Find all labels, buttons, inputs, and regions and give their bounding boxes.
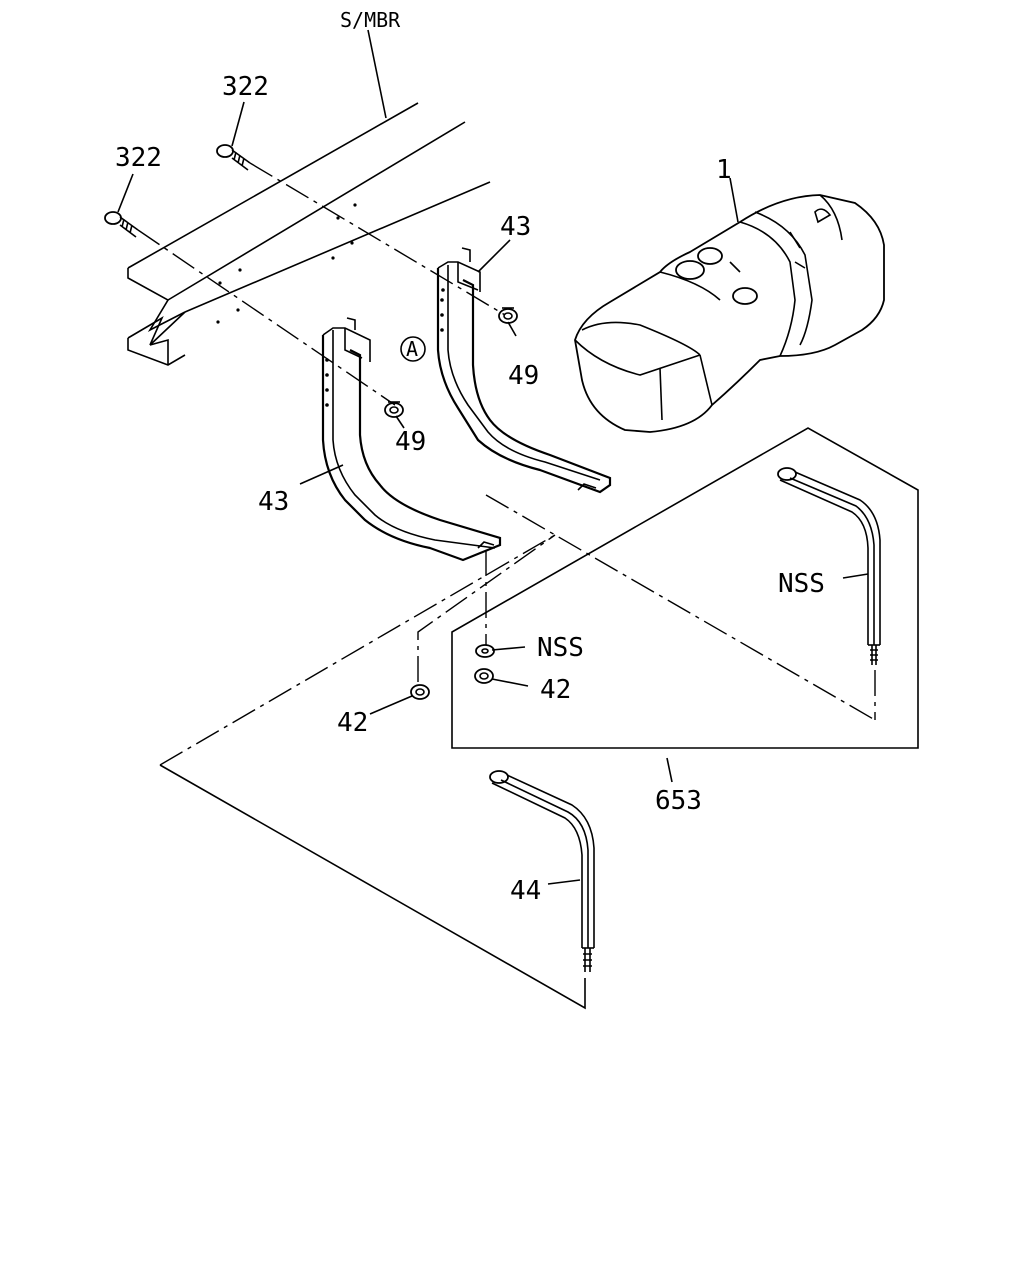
label-frame: S/MBR xyxy=(340,8,401,32)
nut-42-kit xyxy=(474,668,494,684)
kit-653-outline xyxy=(451,427,919,749)
label-tank: 1 xyxy=(716,155,732,185)
bolt-322-left xyxy=(104,211,139,238)
nut-49-front xyxy=(384,401,404,418)
bracket-43-front xyxy=(321,317,502,562)
frame-side-member xyxy=(127,102,491,366)
label-nut-42-loose: 42 xyxy=(337,708,368,738)
label-bolt-322-top: 322 xyxy=(222,72,269,102)
leader-lines xyxy=(117,29,869,885)
label-strap-nss: NSS xyxy=(778,569,825,599)
label-nut-49-rear: 49 xyxy=(508,361,539,391)
nut-42-loose xyxy=(410,684,430,700)
label-ref-a: A xyxy=(406,337,418,361)
label-bracket-43-rear: 43 xyxy=(500,212,531,242)
strap-nss-kit xyxy=(777,467,881,720)
bracket-43-rear xyxy=(436,247,612,494)
label-bolt-322-left: 322 xyxy=(115,143,162,173)
strap-44 xyxy=(489,770,595,972)
label-nut-49-front: 49 xyxy=(395,427,426,457)
ref-a-circle xyxy=(400,336,426,362)
label-bracket-43-front: 43 xyxy=(258,487,289,517)
bolt-322-top xyxy=(216,144,251,171)
label-washer-nss: NSS xyxy=(537,633,584,663)
washer-nss xyxy=(475,644,495,658)
fuel-tank xyxy=(574,194,885,433)
label-kit-653: 653 xyxy=(655,786,702,816)
label-strap-44: 44 xyxy=(510,876,541,906)
nut-49-rear xyxy=(498,307,518,324)
label-nut-42-kit: 42 xyxy=(540,675,571,705)
